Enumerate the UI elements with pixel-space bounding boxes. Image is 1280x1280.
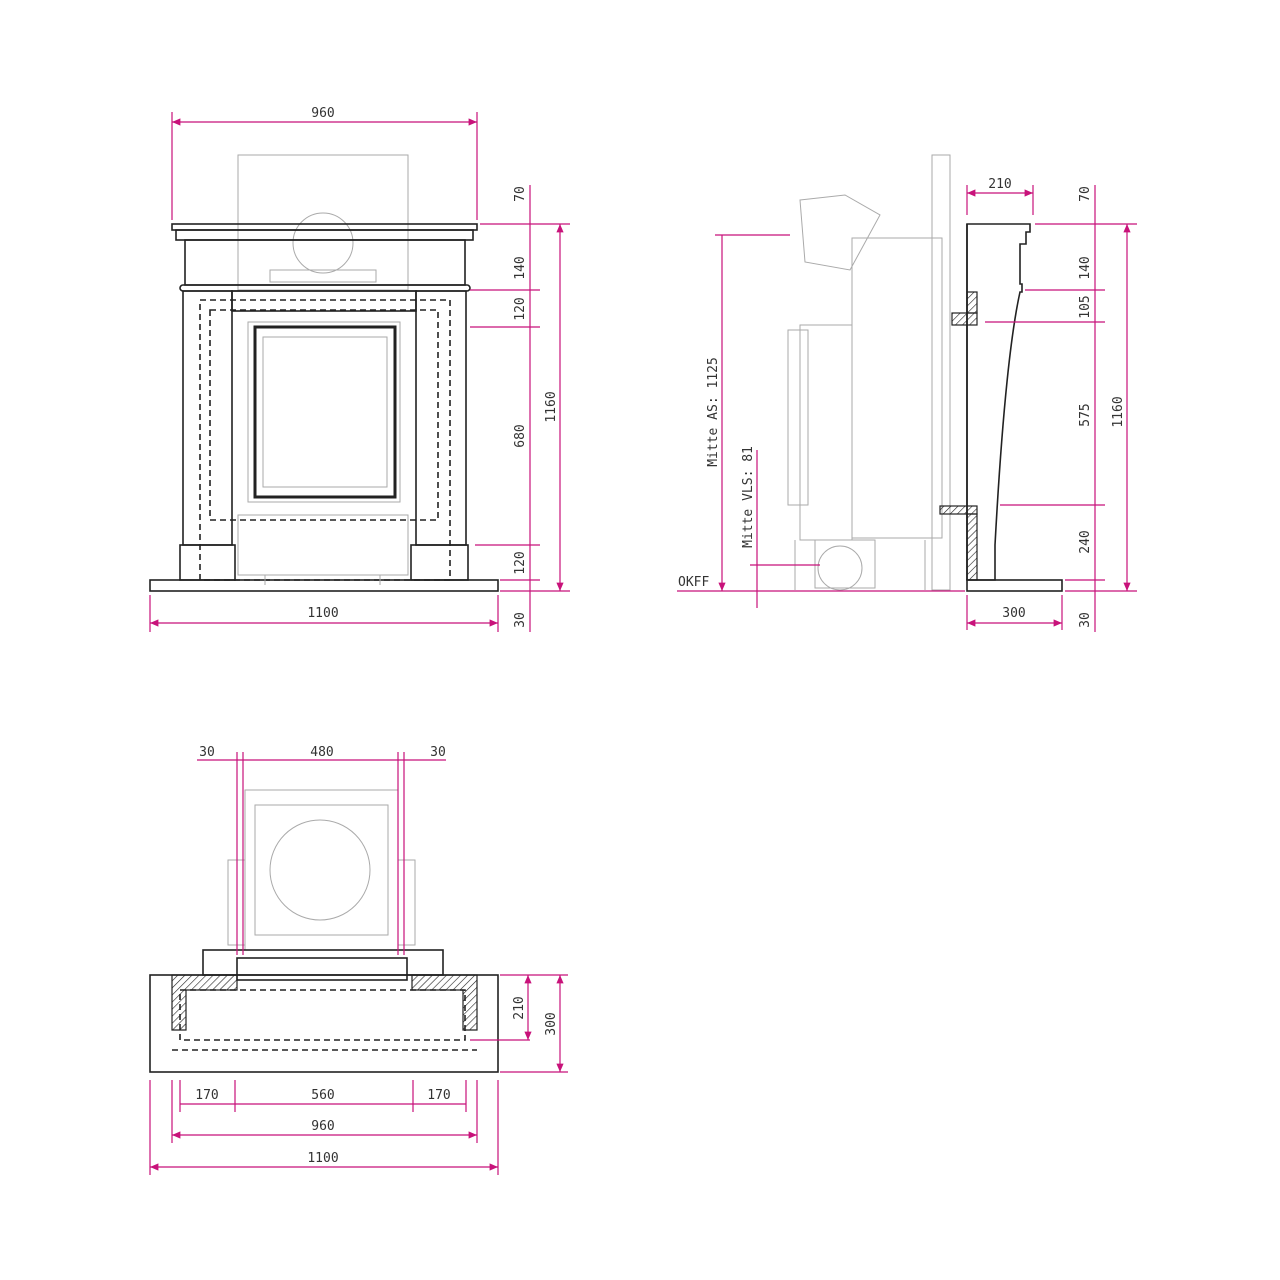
right-pillar [415,290,467,546]
dim-front-30: 30 [513,612,528,628]
side-view [787,154,1063,592]
dim-side-300: 300 [1002,606,1025,621]
dim-front-140: 140 [513,256,528,279]
dim-front-120-top: 120 [513,297,528,320]
mantel-profile [966,223,1031,581]
dim-side-30: 30 [1078,612,1093,628]
dim-front-width-top: 960 [311,106,334,121]
flue-outline [237,154,409,291]
dim-side-575: 575 [1078,403,1093,426]
left-pillar [182,290,233,546]
air-intake [817,545,863,591]
dim-front-70: 70 [513,186,528,202]
right-base [410,544,469,581]
fire-window [253,325,397,499]
plan-view [149,789,499,1073]
dim-front-1160: 1160 [544,391,559,422]
plinth [149,579,499,592]
dim-side-210: 210 [988,177,1011,192]
stove-body [851,237,943,539]
stove-plan [244,789,399,951]
flue-collar [292,212,354,274]
left-base [179,544,236,581]
dim-side-105: 105 [1078,295,1093,318]
dim-front-680: 680 [513,424,528,447]
dim-plan-560: 560 [311,1088,334,1103]
dim-front-120-bottom: 120 [513,551,528,574]
dim-plan-30-right: 30 [430,745,446,760]
mitte-as-label: Mitte AS: 1125 [706,357,721,467]
okff-label: OKFF [678,575,709,590]
dim-side-70: 70 [1078,186,1093,202]
front-dimensions: 960 70 140 120 680 120 1160 30 1100 [149,106,570,632]
dim-plan-300: 300 [544,1012,559,1035]
combustion-chamber [269,819,371,921]
frieze [184,239,466,286]
dim-side-1160: 1160 [1111,396,1126,427]
mitte-vls-label: Mitte VLS: 81 [741,446,756,548]
dim-plan-960: 960 [311,1119,334,1134]
front-view [149,154,499,592]
dim-plan-170-right: 170 [427,1088,450,1103]
dim-plan-210: 210 [512,996,527,1019]
side-dimensions: 210 70 140 105 575 240 1160 30 300 Mitte… [677,177,1137,632]
dim-front-width-base: 1100 [307,606,338,621]
mantel-shelf [171,223,478,231]
back-panel [931,154,951,591]
dim-side-240: 240 [1078,530,1093,553]
dim-plan-1100: 1100 [307,1151,338,1166]
dim-plan-30-left: 30 [199,745,215,760]
dim-plan-480: 480 [310,745,333,760]
plan-dimensions: 30 480 30 210 300 170 560 170 960 1100 [149,745,568,1175]
dim-side-140: 140 [1078,256,1093,279]
dim-plan-170-left: 170 [195,1088,218,1103]
